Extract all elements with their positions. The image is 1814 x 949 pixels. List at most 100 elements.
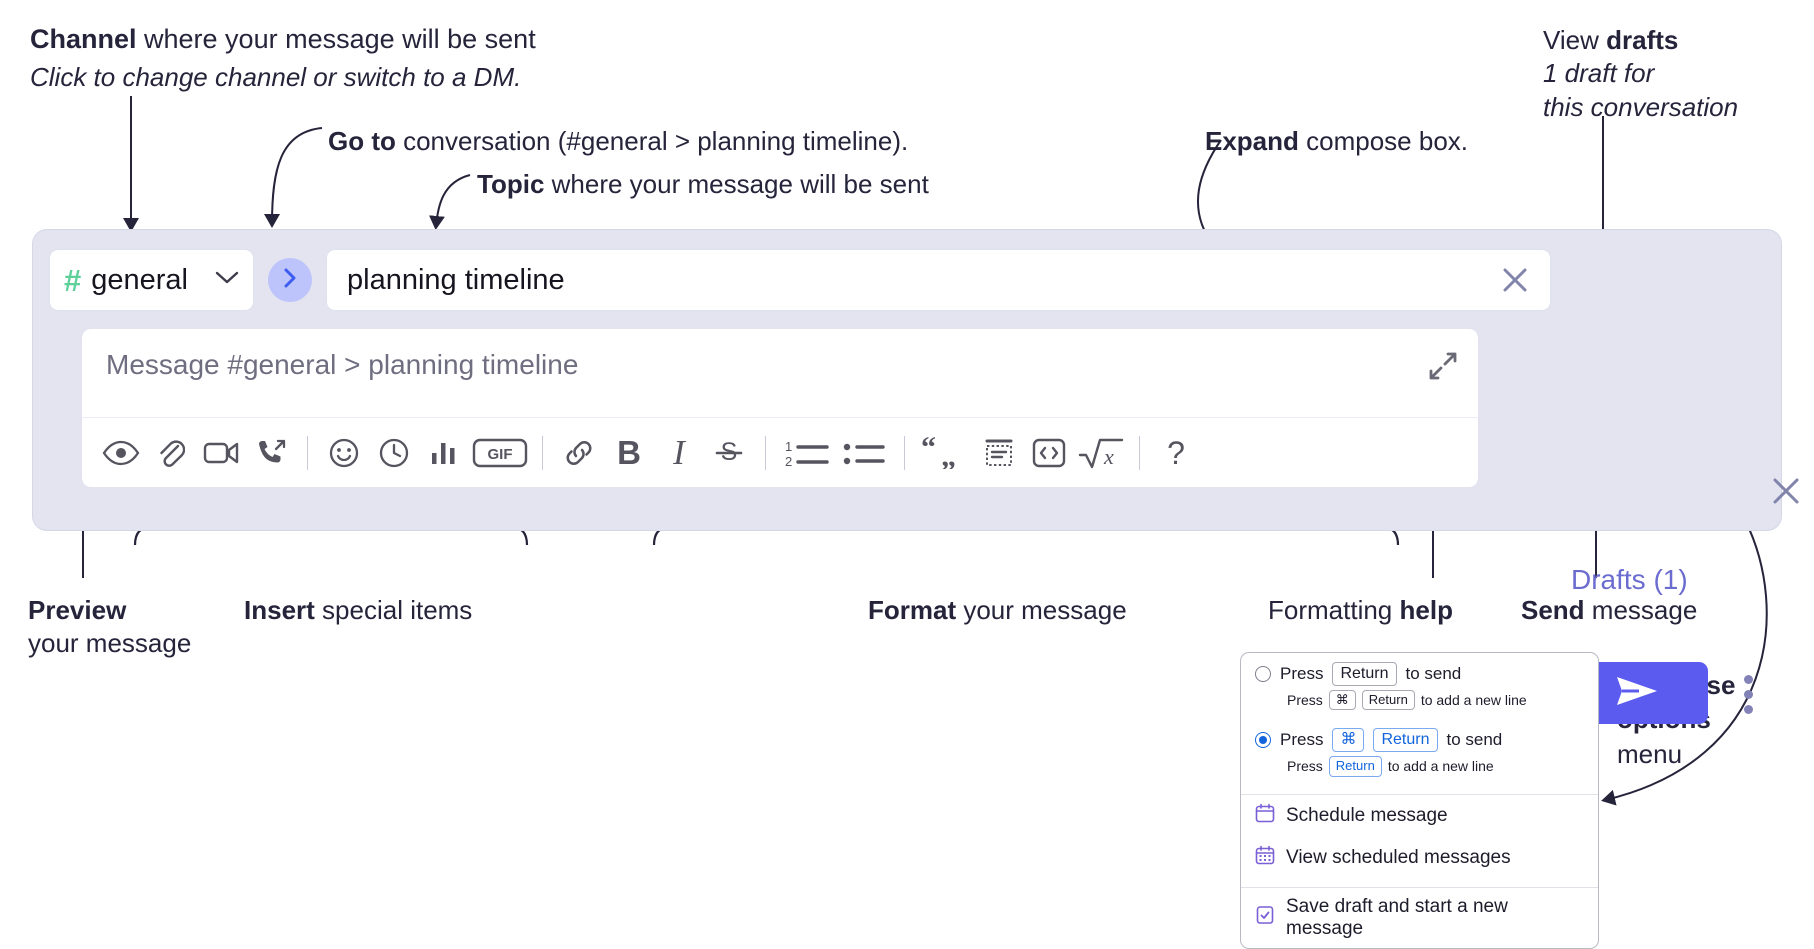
annotation-expand-rest: compose box. <box>1298 126 1469 156</box>
key-command: ⌘ <box>1328 690 1356 711</box>
annotation-drafts-plain: View <box>1543 25 1607 55</box>
annotation-preview-line2: your message <box>28 628 192 659</box>
italic-glyph: I <box>673 433 685 472</box>
blockquote-icon[interactable]: “„ <box>916 428 974 478</box>
menu-divider <box>1241 793 1598 795</box>
annotation-expand-bold: Expand <box>1205 126 1299 156</box>
topic-value: planning timeline <box>347 263 565 296</box>
svg-text:2: 2 <box>785 454 792 469</box>
menu-divider <box>1241 886 1598 888</box>
svg-text:GIF: GIF <box>488 446 513 463</box>
help-icon[interactable]: ? <box>1151 428 1201 478</box>
annotation-preview: Preview your message <box>28 594 191 661</box>
clock-icon[interactable] <box>369 428 419 478</box>
option2-sub-post: to add a new line <box>1387 758 1494 775</box>
annotation-insert: Insert special items <box>244 594 472 627</box>
video-icon[interactable] <box>196 428 246 478</box>
annotation-preview-bold: Preview <box>28 595 127 625</box>
drafts-link[interactable]: Drafts (1) <box>1571 564 1688 595</box>
annotation-topic: Topic where your message will be sent <box>477 168 929 201</box>
message-placeholder: Message #general > planning timeline <box>106 349 579 380</box>
menu-radio-option-return[interactable]: Press Return to send <box>1241 653 1598 688</box>
close-icon[interactable] <box>1498 263 1532 297</box>
toolbar-divider <box>904 435 905 470</box>
annotation-send-bold: Send <box>1521 595 1585 625</box>
overflow-dot <box>1743 689 1753 699</box>
radio-selected[interactable] <box>1255 732 1271 749</box>
bulleted-list-icon[interactable] <box>837 428 893 478</box>
menu-subtext-2: Press Return to add a new line <box>1241 754 1598 785</box>
annotation-topic-bold: Topic <box>477 169 545 199</box>
menu-item-save-draft[interactable]: Save draft and start a new message <box>1241 888 1598 948</box>
key-return: Return <box>1361 690 1415 711</box>
channel-selector[interactable]: # general <box>49 249 254 311</box>
link-icon[interactable] <box>554 428 604 478</box>
menu-item-label: Save draft and start a new message <box>1286 895 1508 939</box>
message-input-box[interactable]: Message #general > planning timeline <box>81 328 1479 488</box>
annotation-goto: Go to conversation (#general > planning … <box>328 125 908 158</box>
go-to-conversation-button[interactable] <box>268 258 312 302</box>
annotation-formatting-help: Formatting help <box>1268 594 1453 627</box>
help-glyph: ? <box>1167 434 1185 471</box>
compose-panel: # general planning timeline Message #gen… <box>33 230 1799 724</box>
annotation-insert-rest: special items <box>314 595 473 625</box>
compose-options-button[interactable] <box>1731 670 1765 718</box>
code-block-icon[interactable] <box>974 428 1024 478</box>
preview-icon[interactable] <box>96 428 146 478</box>
annotation-compose-line3: menu <box>1617 738 1683 769</box>
menu-subtext-1: Press ⌘ Return to add a new line <box>1241 688 1598 719</box>
overflow-dot <box>1743 674 1753 684</box>
annotation-channel-rest: where your message will be sent <box>136 24 536 54</box>
bold-icon[interactable]: B <box>604 428 654 478</box>
key-return: Return <box>1328 756 1382 777</box>
annotation-drafts-line2: 1 draft for <box>1543 58 1655 89</box>
italic-icon[interactable]: I <box>654 428 704 478</box>
radio-unselected[interactable] <box>1255 666 1271 682</box>
strikethrough-icon[interactable]: S <box>704 428 754 478</box>
menu-item-label: Schedule message <box>1286 804 1448 826</box>
gif-icon[interactable]: GIF <box>469 428 531 478</box>
annotation-help-plain: Formatting <box>1268 595 1400 625</box>
audio-call-icon[interactable] <box>246 428 296 478</box>
annotation-goto-bold: Go to <box>328 126 396 156</box>
annotation-drafts: View drafts 1 draft for this conversatio… <box>1543 24 1803 124</box>
menu-item-label: View scheduled messages <box>1286 846 1511 868</box>
math-icon[interactable]: x <box>1074 428 1128 478</box>
annotation-send: Send message <box>1521 594 1697 627</box>
menu-item-schedule-message[interactable]: Schedule message <box>1241 795 1598 837</box>
formatting-toolbar: GIF B I S 12 “„ <box>82 417 1478 487</box>
option2-pre: Press <box>1280 730 1324 750</box>
emoji-icon[interactable] <box>319 428 369 478</box>
annotation-help-bold: help <box>1399 595 1453 625</box>
code-icon[interactable] <box>1024 428 1074 478</box>
expand-icon[interactable] <box>1428 351 1458 386</box>
poll-icon[interactable] <box>419 428 469 478</box>
chevron-right-icon <box>282 267 298 294</box>
toolbar-divider <box>307 435 308 470</box>
annotation-format-bold: Format <box>868 595 957 625</box>
attachment-icon[interactable] <box>146 428 196 478</box>
panel-close-icon[interactable] <box>1768 473 1804 514</box>
svg-text:“: “ <box>921 437 936 464</box>
bold-glyph: B <box>617 434 641 471</box>
topic-input[interactable]: planning timeline <box>326 249 1551 311</box>
menu-radio-option-cmd-return[interactable]: Press ⌘ Return to send <box>1241 719 1598 754</box>
option1-pre: Press <box>1280 664 1324 683</box>
compose-options-menu: Press Return to send Press ⌘ Return to a… <box>1240 652 1599 949</box>
annotation-goto-rest: conversation (#general > planning timeli… <box>395 126 909 156</box>
key-return: Return <box>1332 662 1397 686</box>
key-return: Return <box>1373 728 1438 753</box>
option1-sub-pre: Press <box>1287 692 1323 709</box>
menu-item-view-scheduled[interactable]: View scheduled messages <box>1241 837 1598 879</box>
annotation-channel-line2: Click to change channel or switch to a D… <box>30 61 522 92</box>
annotation-expand: Expand compose box. <box>1205 125 1468 158</box>
annotation-drafts-line3: this conversation <box>1543 91 1739 122</box>
calendar-icon <box>1255 803 1275 829</box>
hash-icon: # <box>64 262 82 298</box>
paper-plane-icon <box>1611 671 1663 716</box>
annotation-drafts-bold: drafts <box>1606 25 1679 55</box>
calendar-grid-icon <box>1255 845 1275 871</box>
option1-post: to send <box>1405 664 1462 683</box>
toolbar-divider <box>542 435 543 470</box>
